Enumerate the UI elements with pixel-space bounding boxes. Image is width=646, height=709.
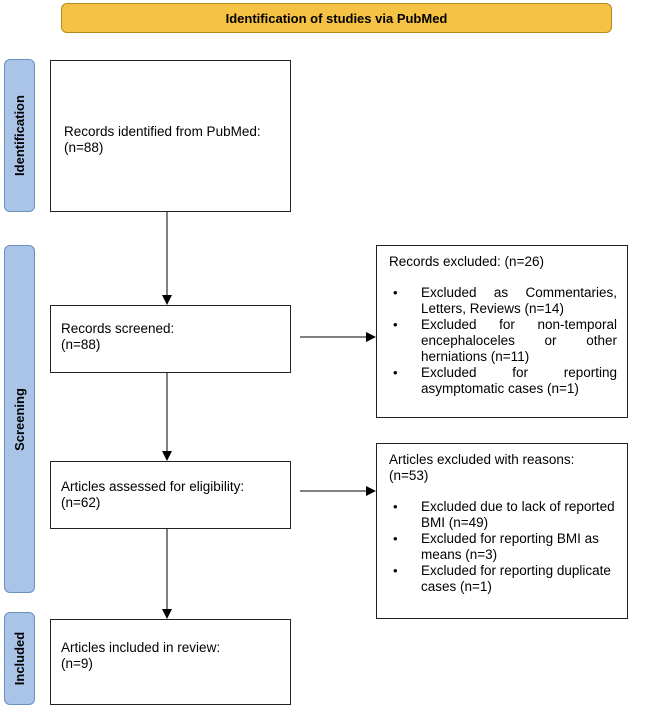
articles-included-label: Articles included in review: [61,640,221,655]
records-identified-count: (n=88) [64,140,104,155]
records-excluded-box: Records excluded: (n=26) Excluded as Com… [376,245,628,418]
list-item: Excluded due to lack of reported BMI (n=… [389,499,617,531]
list-item: Excluded for non-temporal encephaloceles… [389,317,617,365]
banner-title: Identification of studies via PubMed [225,10,448,26]
records-excluded-list: Excluded as Commentaries, Letters, Revie… [389,285,617,397]
records-identified-box: Records identified from PubMed: (n=88) [50,60,291,212]
records-excluded-heading: Records excluded: (n=26) [389,254,544,269]
articles-excluded-list: Excluded due to lack of reported BMI (n=… [389,499,617,595]
records-screened-count: (n=88) [61,337,101,352]
list-item: Excluded for reporting duplicate cases (… [389,563,617,595]
articles-assessed-count: (n=62) [61,495,101,510]
records-identified-label: Records identified from PubMed: [64,124,261,139]
list-item: Excluded for reporting BMI as means (n=3… [389,531,617,563]
articles-included-box: Articles included in review: (n=9) [50,619,291,705]
stage-identification: Identification [4,59,35,212]
records-screened-label: Records screened: [61,321,175,336]
title-banner: Identification of studies via PubMed [61,3,612,33]
stage-screening: Screening [4,245,35,593]
articles-excluded-heading: Articles excluded with reasons: (n=53) [389,452,575,483]
list-item: Excluded as Commentaries, Letters, Revie… [389,285,617,317]
stage-included: Included [4,612,35,705]
articles-excluded-box: Articles excluded with reasons: (n=53) E… [376,443,628,619]
list-item: Excluded for reporting asymptomatic case… [389,365,617,397]
records-screened-box: Records screened: (n=88) [50,305,291,373]
articles-assessed-box: Articles assessed for eligibility: (n=62… [50,461,291,529]
articles-included-count: (n=9) [61,656,93,671]
articles-assessed-label: Articles assessed for eligibility: [61,479,245,494]
